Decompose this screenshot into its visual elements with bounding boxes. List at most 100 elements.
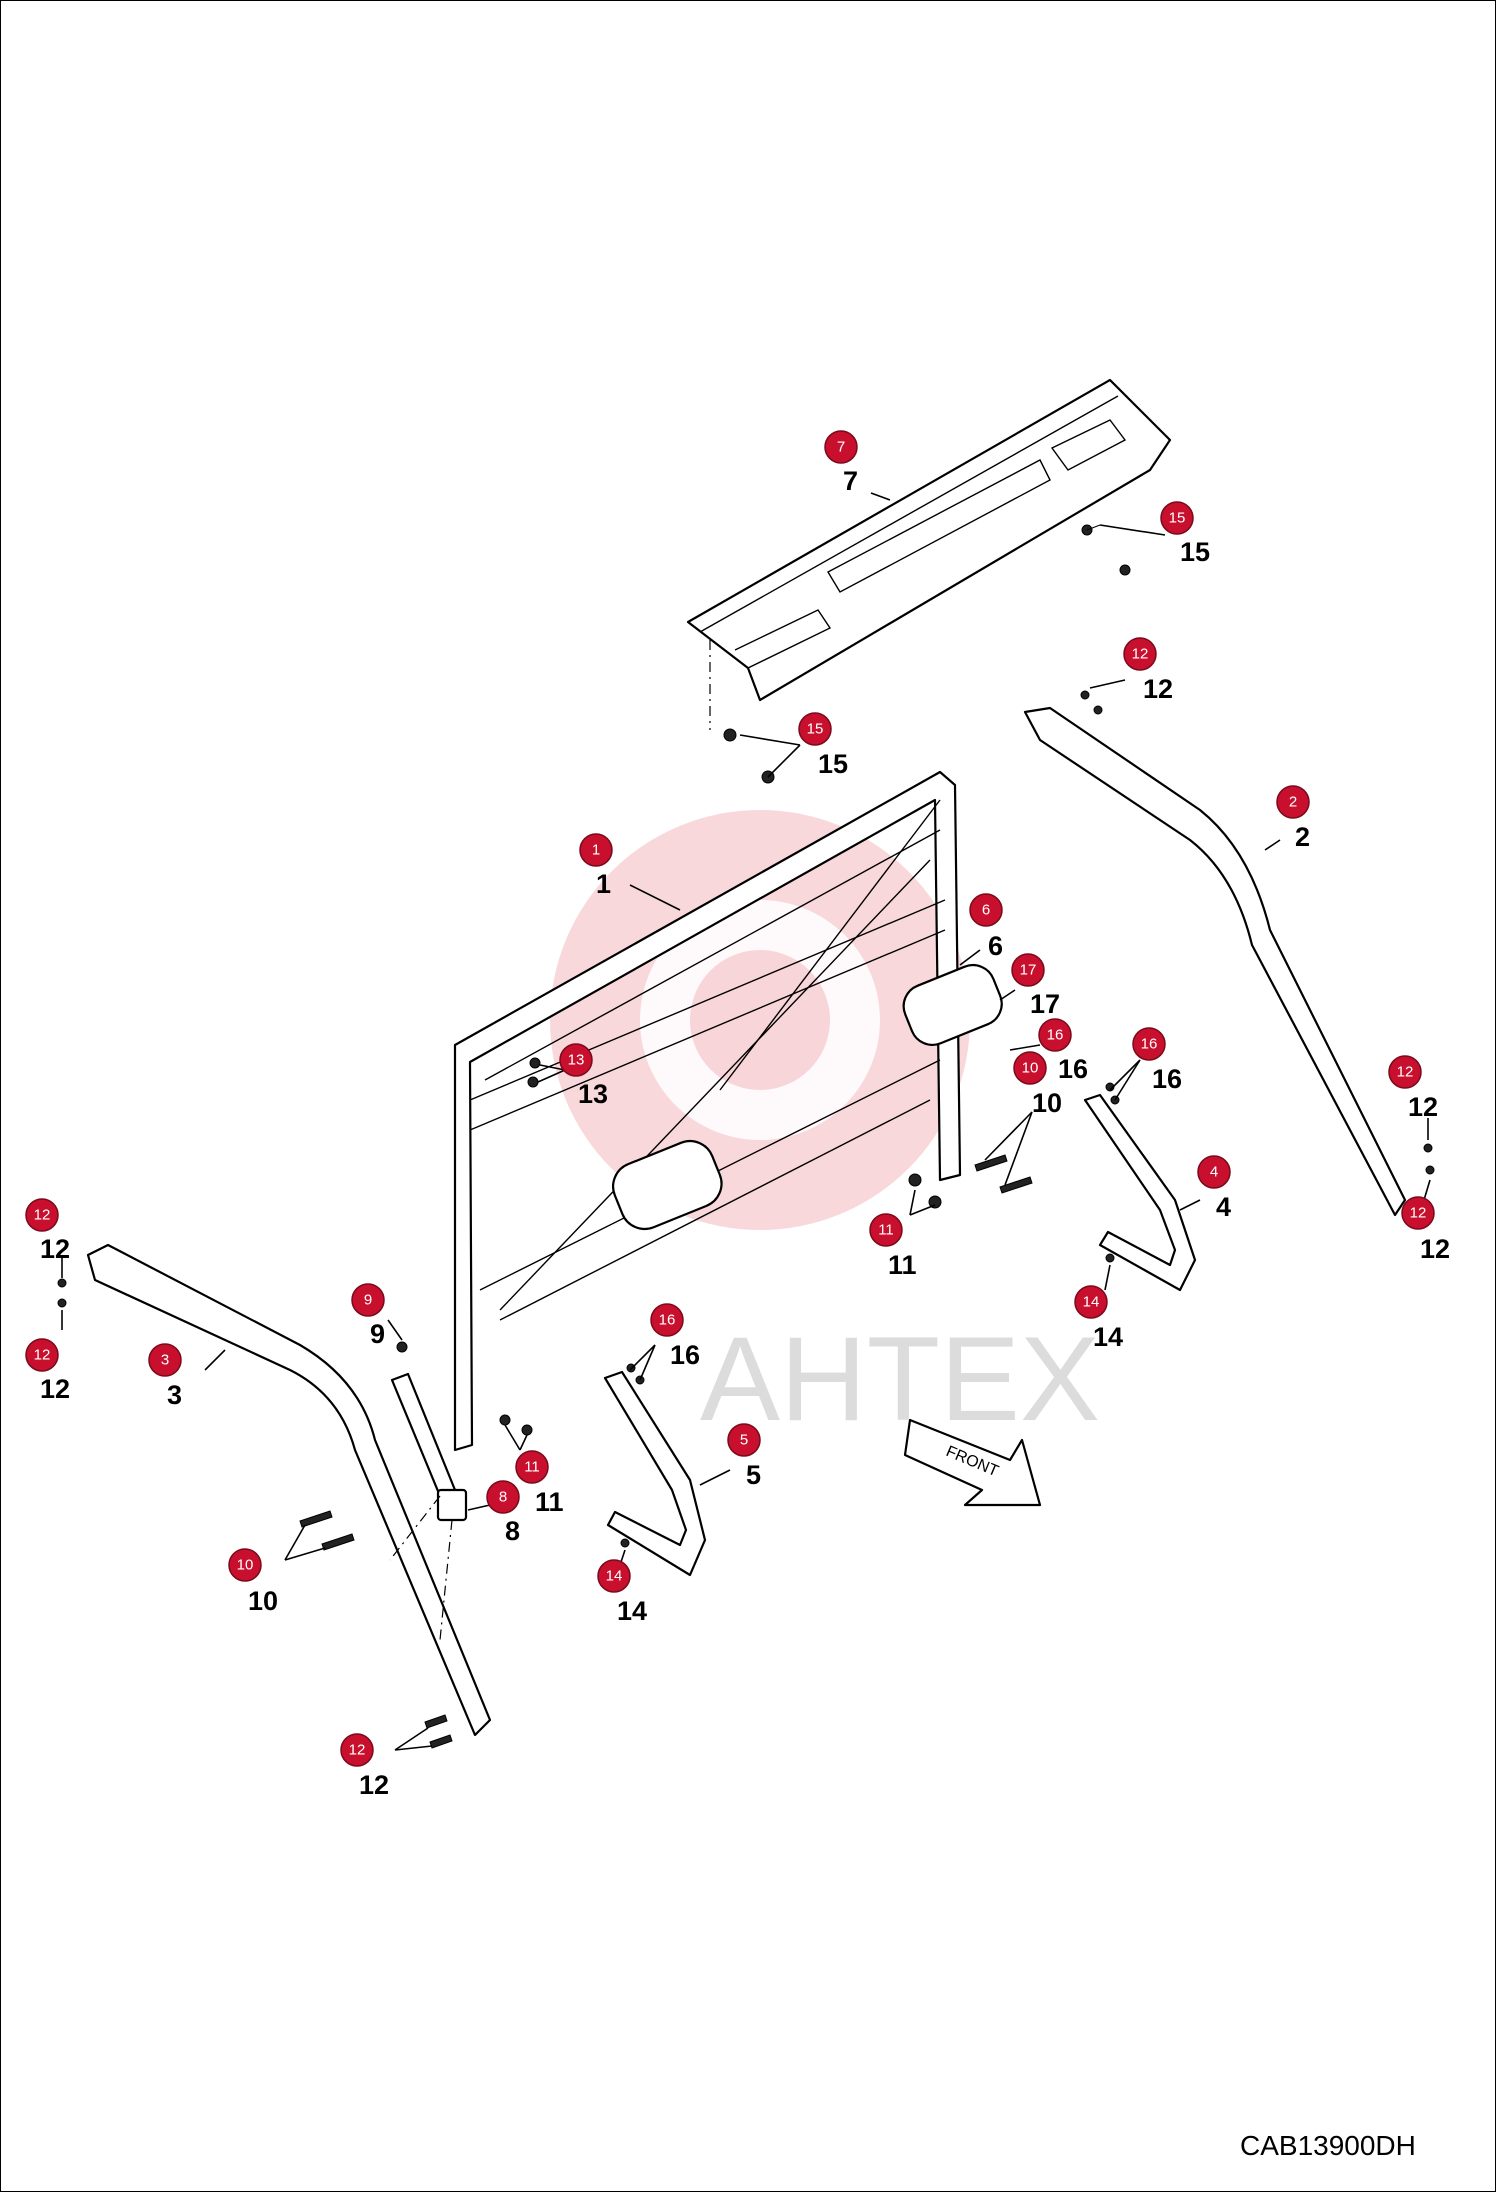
leader-line [1089,679,1126,689]
callout-label-number: 11 [535,1487,564,1517]
callout-label-number: 16 [1152,1064,1182,1094]
callout-bubble-number: 10 [1022,1060,1039,1077]
callout-label-number: 15 [818,749,848,779]
leader-line [1423,1179,1431,1201]
callout-bubble-number: 11 [524,1459,540,1476]
leader-line [537,1069,566,1083]
leader-line [909,1204,936,1216]
callout-bubble [869,1213,903,1247]
leader-line [504,1424,521,1451]
leader-line [284,1524,306,1561]
callout-bubble-number: 12 [34,1207,51,1224]
callout-bubble-number: 7 [837,439,845,456]
callout-1: 11 [579,833,681,911]
callout-bubble-number: 16 [1141,1036,1158,1053]
callout-label-number: 11 [888,1250,917,1280]
callout-bubble [340,1733,374,1767]
callout-label-number: 5 [746,1460,761,1490]
leader-line [1004,1111,1033,1186]
callout-9: 99 [351,1283,403,1349]
leader-line [629,884,681,911]
callout-label-number: 1 [596,869,611,899]
callout-bubble-number: 9 [364,1292,372,1309]
callout-bubble-number: 4 [1210,1164,1218,1181]
callout-label-number: 14 [1093,1322,1123,1352]
callout-bubble-number: 14 [1083,1294,1100,1311]
callout-label-number: 16 [670,1340,700,1370]
leader-line [959,949,981,966]
callout-bubble-number: 3 [161,1352,169,1369]
callout-bubble-number: 12 [1397,1064,1414,1081]
callout-bubble [1160,501,1194,535]
part-roof-panel [686,378,1172,730]
leader-line [984,1111,1033,1161]
leader-line [999,989,1016,1001]
watermark-text: АНТЕХ [700,1312,1100,1446]
callout-bubble-number: 5 [740,1432,748,1449]
leader-line [699,1469,731,1486]
callout-bubble [1388,1055,1422,1089]
callout-bubble [1038,1018,1072,1052]
leader-line [1264,839,1281,851]
leader-line [1179,1199,1201,1211]
callout-label-number: 17 [1030,989,1060,1019]
callout-bubble-number: 12 [1132,646,1149,663]
callout-label-number: 13 [578,1079,608,1109]
leader-line [629,1344,656,1371]
leader-line [639,1344,656,1381]
callout-bubble-number: 12 [349,1742,366,1759]
callout-bubble [1276,785,1310,819]
callout-bubble [1401,1196,1435,1230]
leader-line [394,1727,429,1751]
callout-11: 11 11 [504,1424,564,1517]
callout-label-number: 9 [370,1319,385,1349]
leader-line [1009,1044,1041,1051]
callout-bubble [798,712,832,746]
callout-layer: 7715151515121222116617171616161613131010… [25,430,1450,1800]
callout-6: 66 [959,893,1003,966]
callout-bubble [650,1303,684,1337]
front-direction-arrow: FRONT [903,1418,1042,1507]
part-left-rail [86,1243,492,1737]
part-strut [390,1372,457,1498]
callout-bubble [597,1559,631,1593]
part-grab-handle-right [1083,1093,1197,1292]
leader-line [204,1349,226,1371]
part-lamp-right [902,963,1003,1046]
callout-3: 33 [148,1343,226,1410]
callout-label-number: 12 [1143,674,1173,704]
leader-line [394,1745,433,1751]
callout-bubble [727,1423,761,1457]
leader-line [767,744,801,778]
callout-label-number: 16 [1058,1054,1088,1084]
callout-label-number: 12 [40,1234,70,1264]
callout-bubble [1132,1027,1166,1061]
leader-line [467,1504,491,1511]
leader-line [387,1319,403,1341]
callout-bubble-number: 16 [659,1312,676,1329]
callout-bubble-number: 12 [1410,1205,1427,1222]
callout-label-number: 12 [1420,1234,1450,1264]
leader-line [1099,524,1166,536]
callout-5: 55 [699,1423,761,1490]
callout-12: 12 12 [1401,1179,1450,1264]
callout-bubble-number: 17 [1020,962,1037,979]
drawing-code: CAB13900DH [1240,2130,1416,2161]
callout-2: 22 [1264,785,1310,852]
callout-8: 88 [467,1480,520,1546]
callout-bubble-number: 6 [982,902,990,919]
